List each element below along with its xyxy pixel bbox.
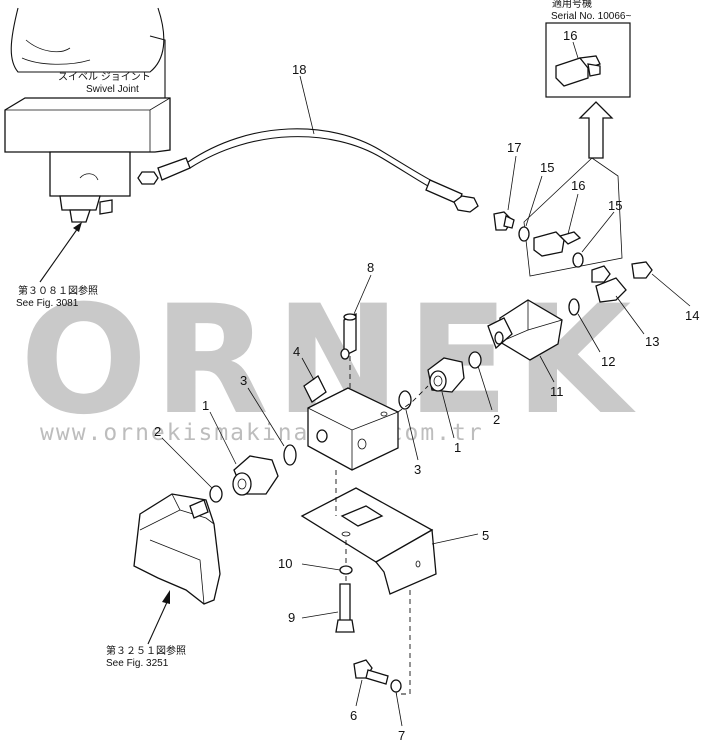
reference-arrowhead-3081	[73, 222, 82, 232]
callout-12: 12	[601, 354, 615, 369]
callout-9: 9	[288, 610, 295, 625]
watermark-url: www.ornekismakinalari.com.tr	[40, 420, 484, 446]
serial-box-title: 適用号機	[552, 0, 592, 10]
callout-3-right: 3	[414, 462, 421, 477]
callout-1-right: 1	[454, 440, 461, 455]
plug-14	[631, 261, 653, 279]
serial-arrow	[578, 101, 614, 159]
washer-7	[390, 679, 402, 693]
callout-15-upper: 15	[540, 160, 554, 175]
fitting-17	[493, 211, 515, 231]
swivel-joint-label-en: Swivel Joint	[86, 84, 139, 95]
callout-numbers: 18 17 15 16 15 8 4 3 1 2 14 13 12 11 2 1…	[154, 62, 699, 743]
callout-7: 7	[398, 728, 405, 742]
bolt-6	[353, 659, 389, 685]
reference-3251-jp: 第３２５１図参照	[106, 644, 186, 657]
serial-box-part-label: 16	[563, 28, 577, 43]
callout-13: 13	[645, 334, 659, 349]
o-ring-15b	[572, 252, 584, 268]
solenoid-11	[487, 299, 563, 361]
o-ring-12	[568, 298, 580, 316]
serial-box-serial: Serial No. 10066~	[551, 11, 631, 22]
valve-block	[307, 387, 399, 471]
callout-3-left: 3	[240, 373, 247, 388]
reference-arrow-3081	[39, 227, 79, 283]
swivel-joint-assembly	[4, 7, 171, 223]
callout-8: 8	[367, 260, 374, 275]
fitting-16	[533, 231, 582, 257]
reference-3251-en: See Fig. 3251	[106, 658, 169, 669]
callout-17: 17	[507, 140, 521, 155]
serial-box-fitting	[555, 55, 601, 87]
callout-10: 10	[278, 556, 292, 571]
o-ring-2-left	[209, 485, 223, 503]
o-ring-3-right	[398, 390, 412, 410]
o-ring-15a	[518, 226, 530, 242]
valve-part-8	[340, 312, 357, 360]
reference-arrowhead-3251	[162, 590, 170, 604]
o-ring-3-left	[283, 444, 297, 466]
callout-18: 18	[292, 62, 306, 77]
fitting-1-right	[427, 357, 465, 393]
bracket-5	[300, 487, 437, 595]
fitting-group-outline	[523, 157, 623, 277]
washer-10	[339, 565, 353, 575]
bolt-9	[335, 583, 355, 633]
callout-11: 11	[550, 384, 564, 399]
callout-15-right: 15	[608, 198, 622, 213]
swivel-joint-label-jp: スイベル ジョイント	[58, 71, 151, 83]
callout-2-right: 2	[493, 412, 500, 427]
serial-box-leader	[572, 41, 579, 59]
callout-5: 5	[482, 528, 489, 543]
callout-14: 14	[685, 308, 699, 323]
reference-arrow-3251	[147, 599, 169, 645]
fitting-13	[591, 265, 627, 303]
reference-3081-jp: 第３０８１図参照	[18, 284, 98, 297]
leader-lines	[161, 75, 691, 727]
callout-6: 6	[350, 708, 357, 723]
hose-18	[137, 128, 479, 213]
valve-body-3251	[133, 493, 221, 605]
o-ring-2-right	[468, 351, 482, 369]
callout-2-left: 2	[154, 424, 161, 439]
callout-1-left: 1	[202, 398, 209, 413]
callout-16: 16	[571, 178, 585, 193]
assembly-lines	[335, 356, 429, 695]
fitting-1-left	[232, 455, 279, 496]
callout-4: 4	[293, 344, 300, 359]
reference-3081-en: See Fig. 3081	[16, 298, 79, 309]
